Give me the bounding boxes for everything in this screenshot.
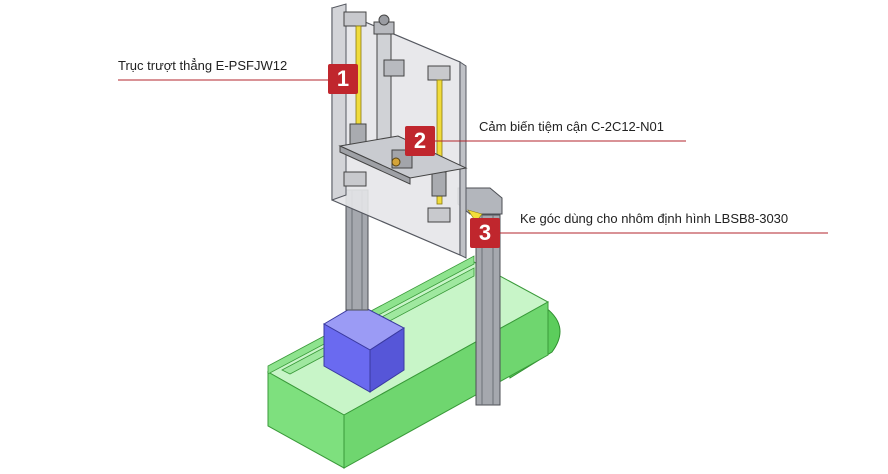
sensor-head bbox=[391, 157, 401, 167]
box-side bbox=[369, 327, 405, 393]
pneumatic-cylinder bbox=[376, 31, 392, 143]
panel-left-flange bbox=[331, 3, 347, 201]
bracket-top-right bbox=[427, 65, 451, 81]
bracket-top-left bbox=[343, 11, 367, 27]
conveyor bbox=[266, 255, 561, 469]
cylinder-block bbox=[383, 59, 405, 77]
callout-badge-1: 1 bbox=[328, 64, 358, 94]
cylinder-fitting bbox=[378, 14, 390, 26]
callout-badge-3: 3 bbox=[470, 218, 500, 248]
callout-label-3: Ke góc dùng cho nhôm định hình LBSB8-303… bbox=[520, 211, 789, 226]
panel-side-edge bbox=[459, 61, 467, 259]
mounting-panel bbox=[331, 3, 468, 259]
product-box bbox=[322, 303, 405, 393]
linear-rod-right bbox=[436, 79, 443, 205]
callout-badge-2: 2 bbox=[405, 126, 435, 156]
callout-label-1: Trục trượt thẳng E-PSFJW12 bbox=[118, 58, 288, 73]
bracket-bottom-right bbox=[427, 207, 451, 223]
carriage-plate-edge bbox=[339, 145, 411, 185]
bushing-right bbox=[431, 171, 447, 197]
callout-label-2: Cảm biến tiệm cận C-2C12-N01 bbox=[479, 119, 664, 134]
leader-lines bbox=[118, 79, 828, 234]
bracket-bottom-left bbox=[343, 171, 367, 187]
